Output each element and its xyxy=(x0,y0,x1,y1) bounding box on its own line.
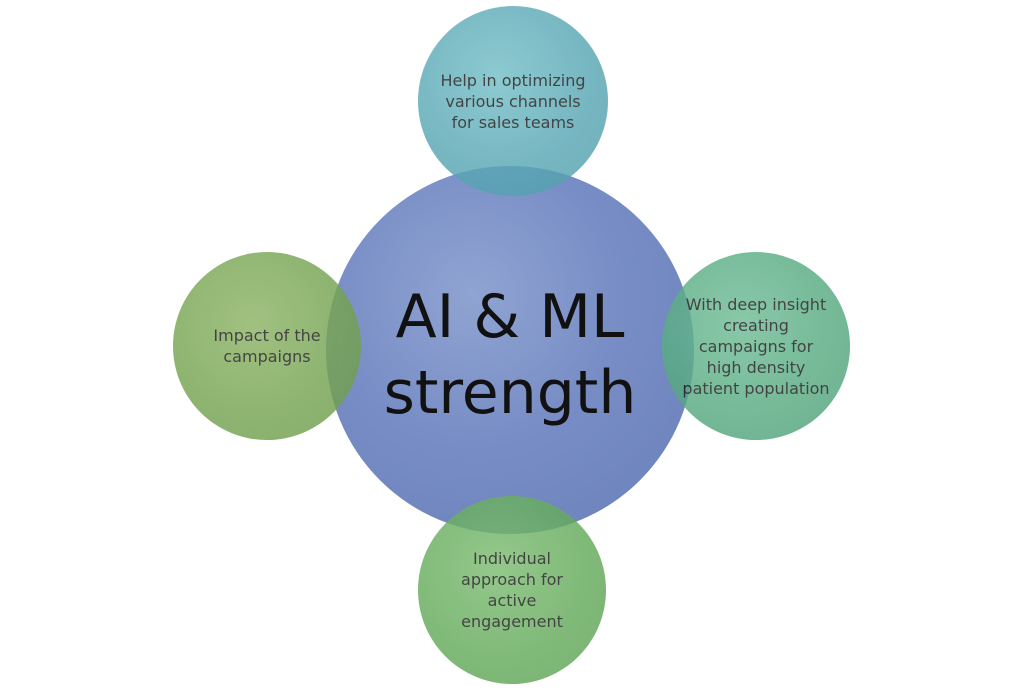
center-title-line-1: AI & ML xyxy=(395,282,625,352)
center-title: AI & ML strength xyxy=(326,166,694,534)
center-title-line-2: strength xyxy=(383,358,637,428)
left-satellite-circle: Impact of the campaigns xyxy=(173,252,361,440)
center-circle xyxy=(326,166,694,534)
right-satellite-label: With deep insight creating campaigns for… xyxy=(682,294,830,398)
top-satellite-circle: Help in optimizing various channels for … xyxy=(418,6,608,196)
bottom-satellite-circle: Individual approach for active engagemen… xyxy=(418,496,606,684)
bottom-satellite-label: Individual approach for active engagemen… xyxy=(461,549,563,631)
left-satellite-label: Impact of the campaigns xyxy=(213,326,321,366)
right-satellite-circle: With deep insight creating campaigns for… xyxy=(662,252,850,440)
top-satellite-label: Help in optimizing various channels for … xyxy=(440,70,586,132)
